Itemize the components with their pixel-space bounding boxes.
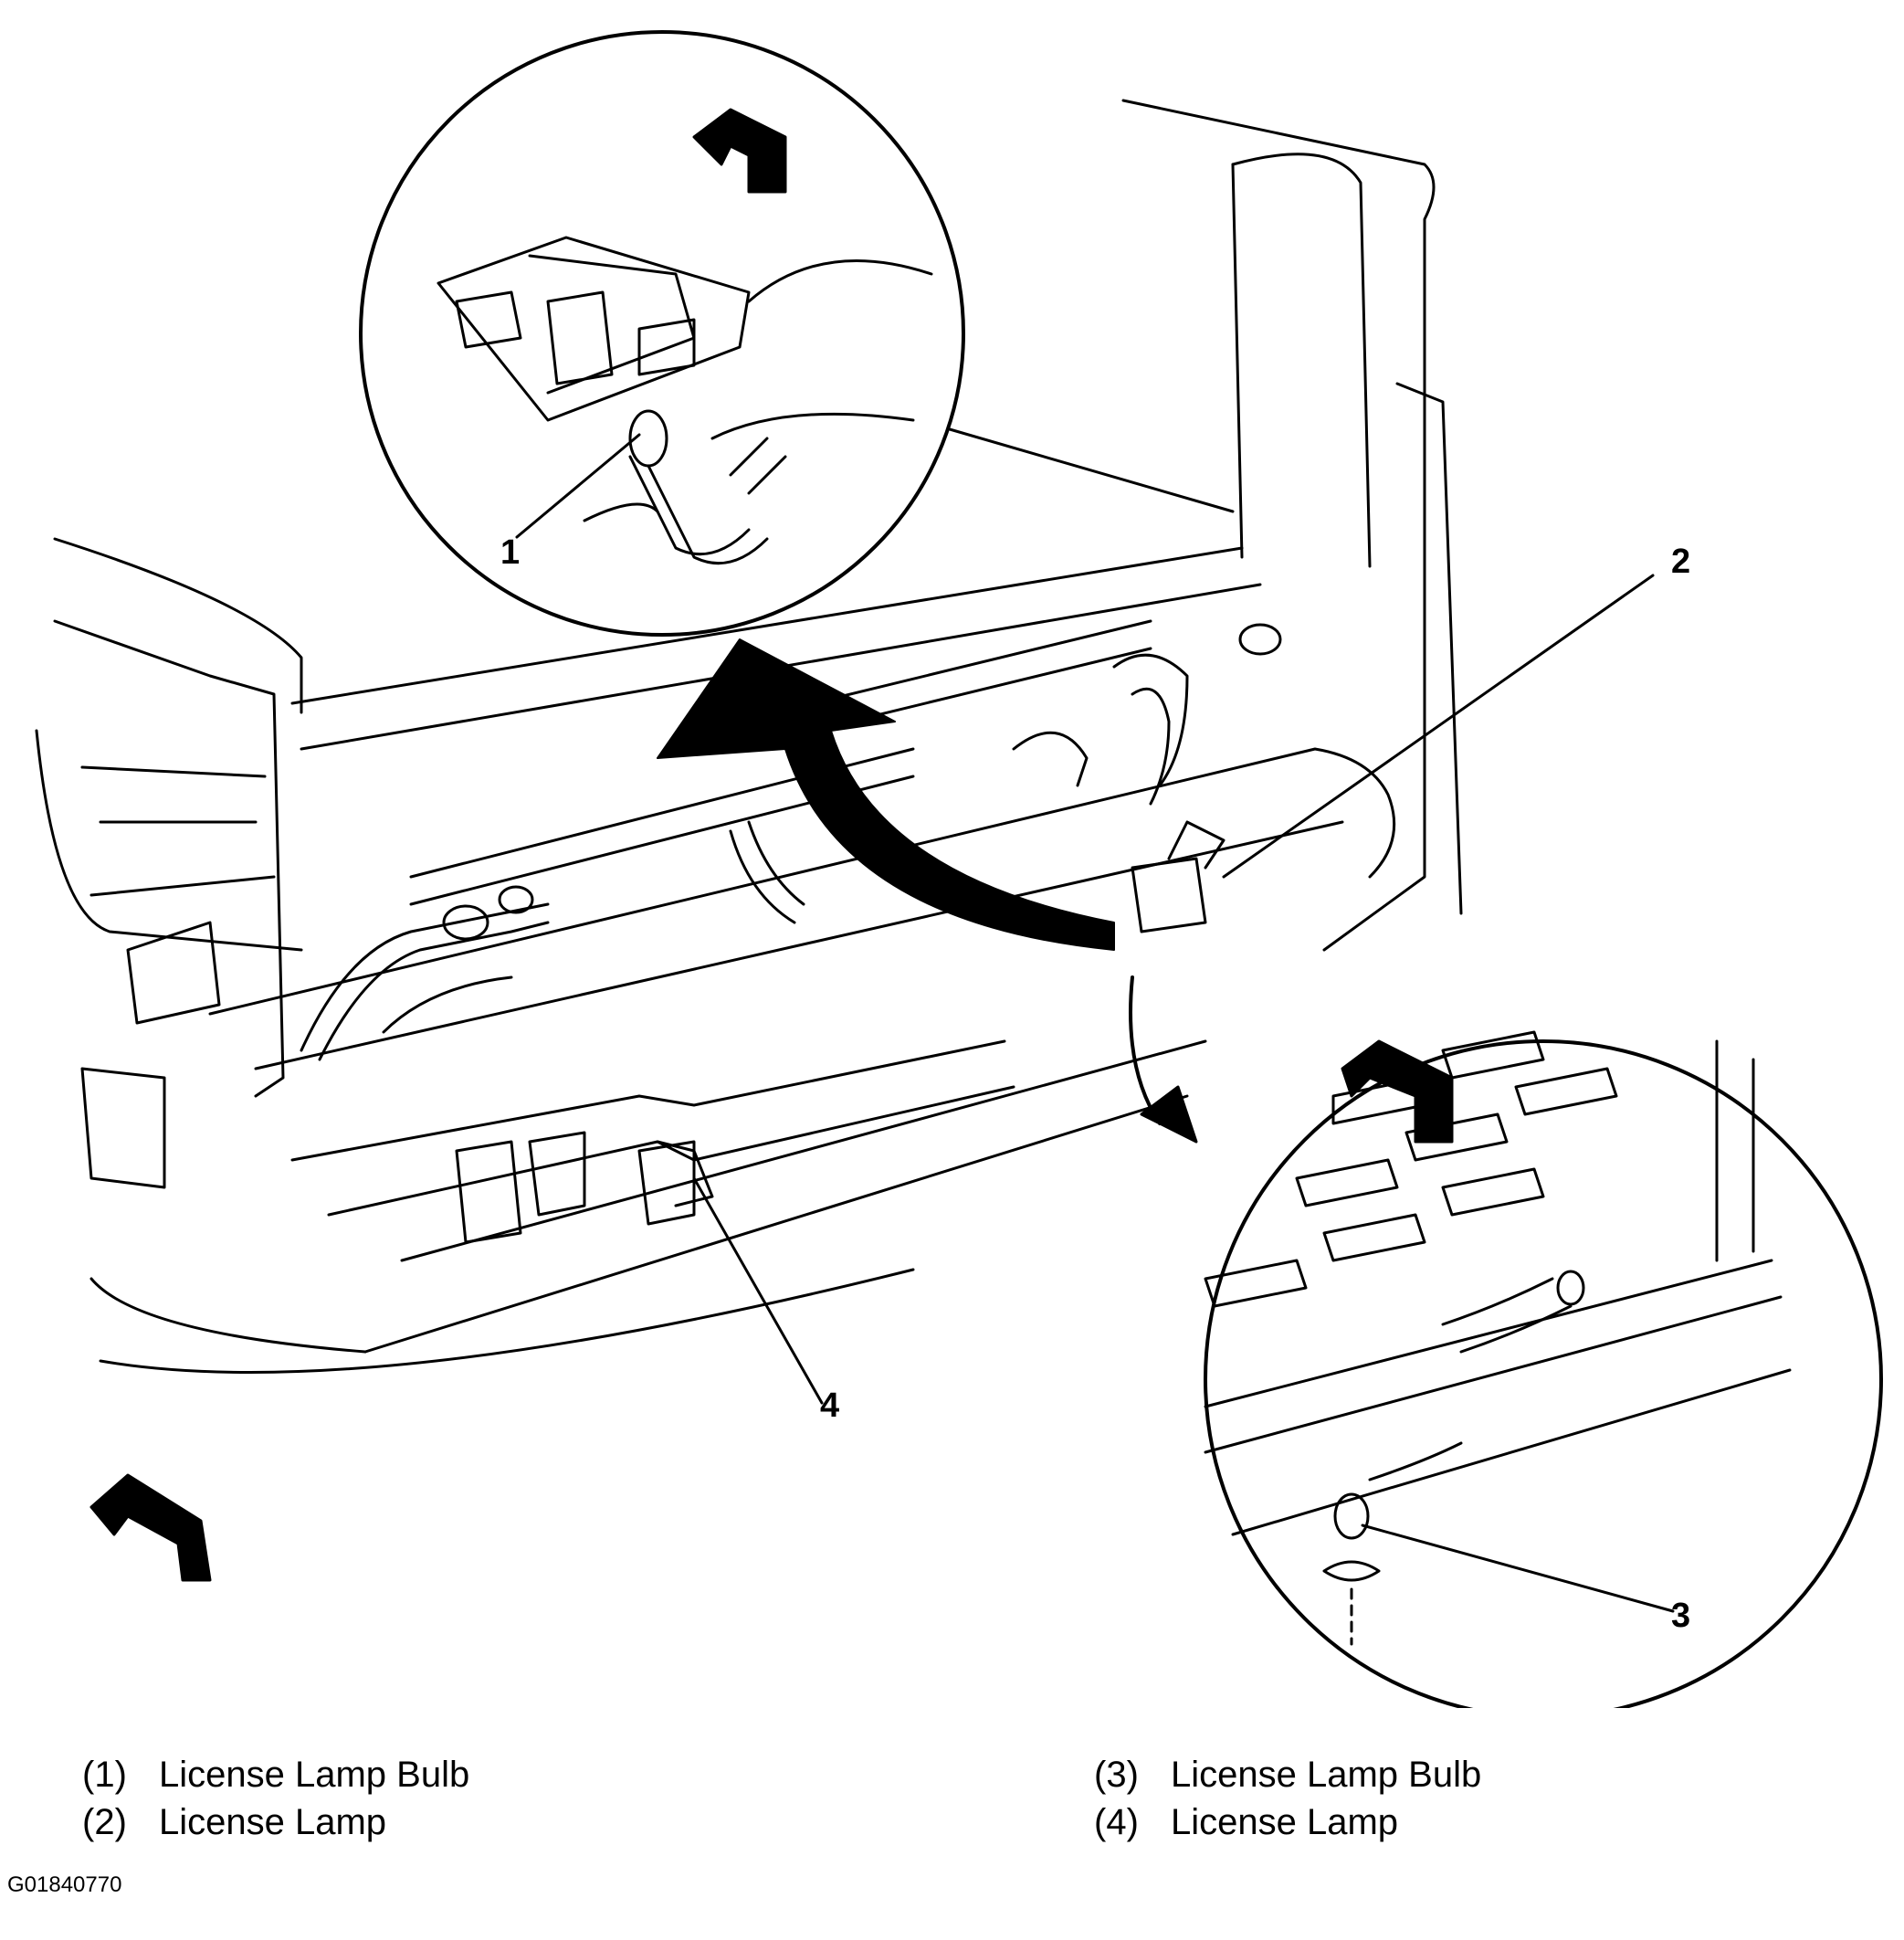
callout-4: 4 bbox=[820, 1386, 840, 1425]
callout-3: 3 bbox=[1671, 1597, 1691, 1635]
callout-1: 1 bbox=[500, 533, 521, 572]
tailgate-license-lamp-illustration bbox=[35, 30, 1883, 1708]
legend-right: (3) License Lamp Bulb (4) License Lamp bbox=[1094, 1751, 1481, 1846]
legend-item: (2) License Lamp bbox=[82, 1798, 469, 1846]
direction-arrow-icon bbox=[89, 1473, 212, 1582]
small-arrow-icon bbox=[1129, 975, 1162, 1125]
curved-arrow-icon bbox=[657, 638, 1115, 951]
callout-2: 2 bbox=[1671, 543, 1691, 581]
legend-label: License Lamp bbox=[1171, 1802, 1399, 1842]
legend-label: License Lamp bbox=[159, 1802, 387, 1842]
detail-view-lower bbox=[1204, 1030, 1883, 1708]
legend-number: (4) bbox=[1094, 1802, 1139, 1842]
legend-item: (3) License Lamp Bulb bbox=[1094, 1751, 1481, 1798]
legend-label: License Lamp Bulb bbox=[159, 1755, 470, 1795]
legend-number: (1) bbox=[82, 1755, 127, 1795]
legend-left: (1) License Lamp Bulb (2) License Lamp bbox=[82, 1751, 469, 1846]
legend-number: (3) bbox=[1094, 1755, 1139, 1795]
tailgate-body bbox=[35, 99, 1463, 1374]
detail-view-upper bbox=[359, 30, 965, 637]
legend-number: (2) bbox=[82, 1802, 127, 1842]
legend-item: (1) License Lamp Bulb bbox=[82, 1751, 469, 1798]
figure-id: G01840770 bbox=[7, 1872, 122, 1897]
legend-item: (4) License Lamp bbox=[1094, 1798, 1481, 1846]
leader-lines bbox=[515, 433, 1675, 1613]
legend-label: License Lamp Bulb bbox=[1171, 1755, 1482, 1795]
